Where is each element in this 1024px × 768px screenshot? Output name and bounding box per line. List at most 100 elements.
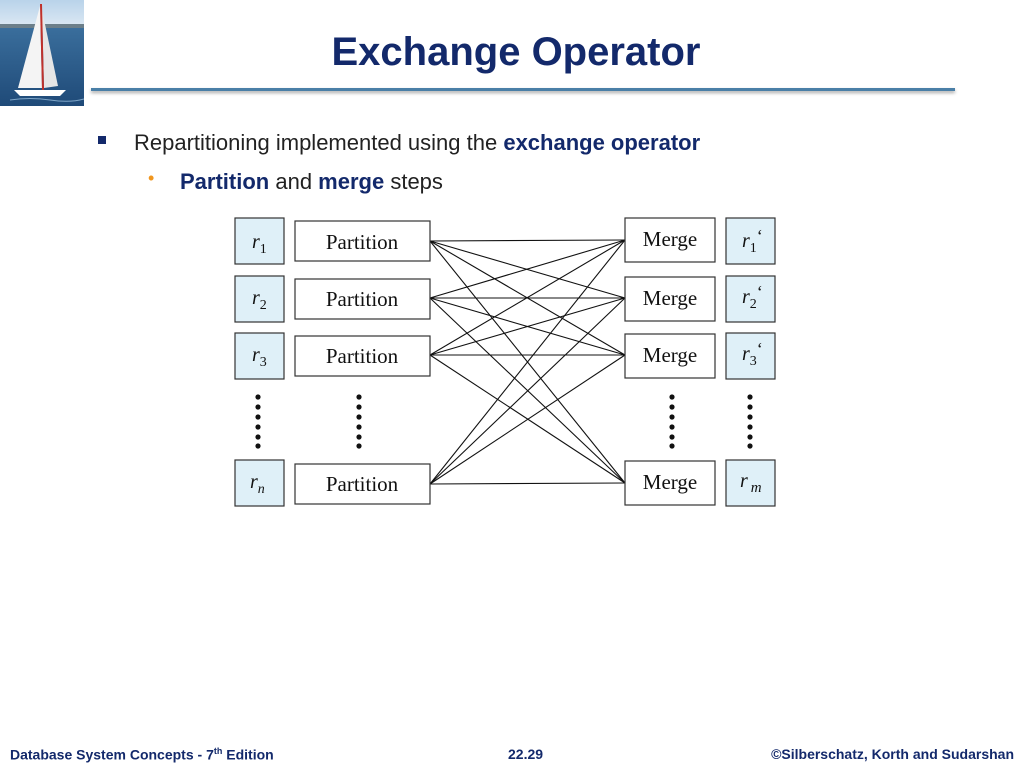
input-rn: rn — [234, 459, 285, 507]
connection-line — [429, 482, 626, 485]
input-box — [234, 459, 285, 507]
bullet-2-emphasis-1: Partition — [180, 169, 270, 194]
input-box — [234, 217, 285, 265]
bullet-1-emphasis: exchange operator — [503, 130, 701, 155]
connection-line — [429, 239, 626, 299]
ellipsis-dot — [747, 394, 753, 400]
ellipsis-dot — [356, 434, 362, 440]
connection-line — [429, 297, 626, 485]
ellipsis-dot — [255, 404, 261, 410]
ellipsis-dot — [747, 414, 753, 420]
ellipsis-dots — [255, 394, 753, 449]
connection-line — [429, 239, 626, 242]
partition-label: Partition — [326, 287, 399, 311]
partition-1: Partition — [294, 220, 431, 262]
output-box — [725, 275, 776, 323]
output-label: r3‘ — [742, 339, 763, 369]
merge-3: Merge — [624, 333, 716, 379]
merge-m: Merge — [624, 460, 716, 506]
output-label: r2‘ — [742, 282, 763, 312]
bullet-square-marker — [98, 136, 106, 144]
partition-label: Partition — [326, 472, 399, 496]
ellipsis-dot — [255, 414, 261, 420]
footer-left-edition: Edition — [222, 746, 274, 763]
partition-n: Partition — [294, 463, 431, 505]
connection-line — [429, 354, 626, 485]
ellipsis-dot — [356, 424, 362, 430]
merge-box — [624, 276, 716, 322]
footer-left-sup: th — [213, 746, 223, 756]
partition-box — [294, 278, 431, 320]
bullet-2: Partition and merge steps — [180, 169, 443, 195]
ellipsis-dot — [255, 394, 261, 400]
ellipsis-dot — [669, 394, 675, 400]
partition-2: Partition — [294, 278, 431, 320]
footer-left: Database System Concepts - 7th Edition — [10, 746, 274, 763]
partition-box — [294, 220, 431, 262]
merge-label: Merge — [643, 343, 697, 367]
input-box — [234, 275, 285, 323]
bullet-1-text: Repartitioning implemented using the — [134, 130, 504, 155]
output-r3-prime: r3‘ — [725, 332, 776, 380]
title-rule — [91, 88, 955, 91]
ellipsis-dot — [669, 443, 675, 449]
ellipsis-dot — [669, 404, 675, 410]
input-box — [234, 332, 285, 380]
merge-box — [624, 333, 716, 379]
bullet-1: Repartitioning implemented using the exc… — [134, 130, 700, 156]
slide-title: Exchange Operator — [331, 30, 701, 74]
merge-label: Merge — [643, 286, 697, 310]
connection-line — [429, 297, 626, 356]
partition-box — [294, 463, 431, 505]
ellipsis-dot — [669, 424, 675, 430]
input-label: rn — [250, 471, 265, 497]
input-label: r2 — [252, 287, 267, 313]
output-box — [725, 217, 776, 265]
output-box — [725, 332, 776, 380]
input-label: r3 — [252, 344, 267, 370]
output-label: r1‘ — [742, 226, 763, 256]
merge-box — [624, 217, 716, 263]
merge-label: Merge — [643, 227, 697, 251]
output-r2-prime: r2‘ — [725, 275, 776, 323]
footer-left-text: Database System Concepts - 7 — [10, 746, 214, 763]
ellipsis-dot — [747, 434, 753, 440]
input-r2: r2 — [234, 275, 285, 323]
output-box — [725, 459, 776, 507]
input-r3: r3 — [234, 332, 285, 380]
merge-2: Merge — [624, 276, 716, 322]
bullet-dot-marker: • — [148, 168, 155, 188]
partition-label: Partition — [326, 230, 399, 254]
ellipsis-dot — [669, 414, 675, 420]
bullet-2-mid: and — [269, 169, 319, 194]
ellipsis-dot — [747, 424, 753, 430]
input-label: r1 — [252, 231, 267, 257]
sailboat-logo — [0, 0, 84, 106]
bullet-2-post: steps — [384, 169, 443, 194]
ellipsis-dot — [356, 394, 362, 400]
bullet-2-emphasis-2: merge — [318, 169, 385, 194]
connection-line — [429, 239, 626, 485]
connection-line — [429, 239, 626, 356]
merge-1: Merge — [624, 217, 716, 263]
ellipsis-dot — [255, 424, 261, 430]
partition-label: Partition — [326, 344, 399, 368]
connection-lines — [429, 239, 626, 485]
ellipsis-dot — [356, 404, 362, 410]
merge-label: Merge — [643, 470, 697, 494]
ellipsis-dot — [747, 404, 753, 410]
ellipsis-dot — [669, 434, 675, 440]
ellipsis-dot — [356, 414, 362, 420]
ellipsis-dot — [356, 443, 362, 449]
footer-copyright: ©Silberschatz, Korth and Sudarshan — [771, 746, 1014, 762]
partition-box — [294, 335, 431, 377]
ellipsis-dot — [747, 443, 753, 449]
merge-box — [624, 460, 716, 506]
footer-page-number: 22.29 — [508, 746, 544, 762]
output-r1-prime: r1‘ — [725, 217, 776, 265]
input-r1: r1 — [234, 217, 285, 265]
ellipsis-dot — [255, 443, 261, 449]
